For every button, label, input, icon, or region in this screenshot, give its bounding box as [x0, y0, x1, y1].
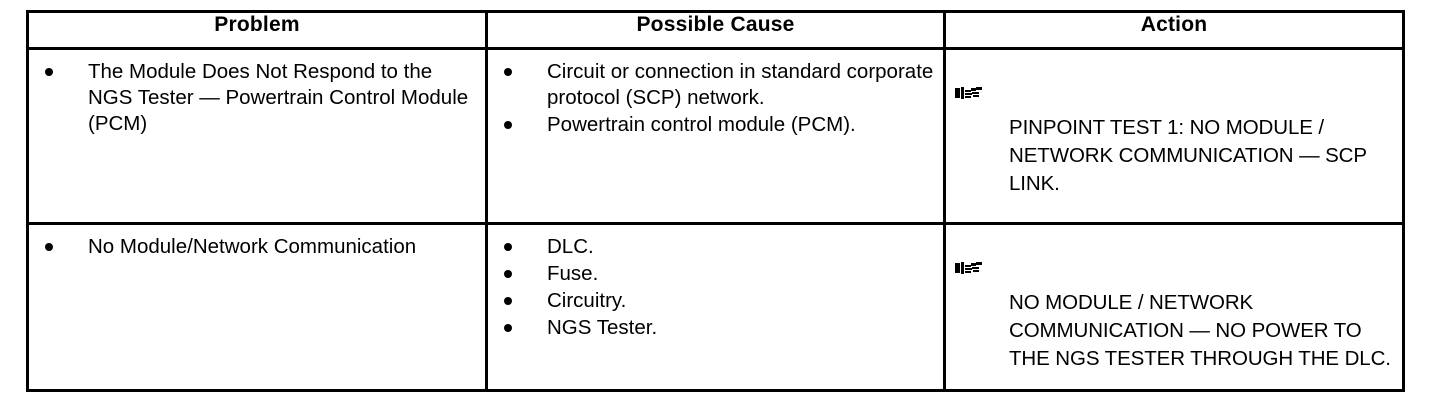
- table-row: The Module Does Not Respond to the NGS T…: [26, 47, 1405, 225]
- pointing-hand-icon: [954, 59, 988, 99]
- list-item-text: Circuit or connection in standard corpor…: [547, 60, 934, 109]
- action-text: PINPOINT TEST 1: NO MODULE / NETWORK COM…: [1009, 116, 1367, 195]
- list-item: Fuse.: [488, 261, 937, 287]
- bullet-icon: [504, 270, 512, 278]
- list-item: No Module/Network Communication: [29, 234, 479, 260]
- possible-cause-list: Circuit or connection in standard corpor…: [488, 50, 943, 145]
- list-item-text: Powertrain control module (PCM).: [547, 113, 856, 136]
- list-item-text: Fuse.: [547, 262, 599, 285]
- list-item: DLC.: [488, 234, 937, 260]
- bullet-icon: [45, 68, 53, 76]
- list-item-text: No Module/Network Communication: [88, 235, 417, 258]
- list-item: Circuitry.: [488, 288, 937, 314]
- bullet-icon: [45, 243, 53, 251]
- action-item: NO MODULE / NETWORK COMMUNICATION — NO P…: [946, 233, 1394, 373]
- cell-possible-cause: DLC. Fuse. Circuitry. NGS Tester.: [485, 222, 946, 392]
- list-item: Powertrain control module (PCM).: [488, 112, 937, 138]
- list-item-text: Circuitry.: [547, 289, 627, 312]
- bullet-icon: [504, 68, 512, 76]
- list-item-text: NGS Tester.: [547, 316, 658, 339]
- header-row: Problem Possible Cause Action: [26, 10, 1405, 50]
- bullet-icon: [504, 121, 512, 129]
- column-header-possible-cause: Possible Cause: [485, 10, 946, 50]
- list-item-text: The Module Does Not Respond to the NGS T…: [88, 60, 469, 135]
- bullet-icon: [504, 297, 512, 305]
- cell-problem: The Module Does Not Respond to the NGS T…: [26, 47, 488, 225]
- list-item: NGS Tester.: [488, 315, 937, 341]
- action-item: PINPOINT TEST 1: NO MODULE / NETWORK COM…: [946, 58, 1394, 198]
- column-header-action: Action: [943, 10, 1405, 50]
- cell-action: NO MODULE / NETWORK COMMUNICATION — NO P…: [943, 222, 1405, 392]
- problem-list: The Module Does Not Respond to the NGS T…: [29, 50, 485, 144]
- column-header-problem: Problem: [26, 10, 488, 50]
- cell-action: PINPOINT TEST 1: NO MODULE / NETWORK COM…: [943, 47, 1405, 225]
- action-block: PINPOINT TEST 1: NO MODULE / NETWORK COM…: [946, 50, 1402, 204]
- problem-list: No Module/Network Communication: [29, 225, 485, 267]
- table-body: The Module Does Not Respond to the NGS T…: [26, 47, 1405, 392]
- cell-possible-cause: Circuit or connection in standard corpor…: [485, 47, 946, 225]
- possible-cause-list: DLC. Fuse. Circuitry. NGS Tester.: [488, 225, 943, 348]
- pointing-hand-icon: [954, 234, 988, 274]
- table-row: No Module/Network Communication DLC. Fus…: [26, 222, 1405, 392]
- list-item: The Module Does Not Respond to the NGS T…: [29, 59, 479, 137]
- bullet-icon: [504, 324, 512, 332]
- diagnostic-troubleshooting-table: Problem Possible Cause Action The Module…: [26, 10, 1405, 392]
- list-item-text: DLC.: [547, 235, 594, 258]
- cell-problem: No Module/Network Communication: [26, 222, 488, 392]
- action-text: NO MODULE / NETWORK COMMUNICATION — NO P…: [1009, 291, 1391, 370]
- table-header: Problem Possible Cause Action: [26, 10, 1405, 50]
- bullet-icon: [504, 243, 512, 251]
- list-item: Circuit or connection in standard corpor…: [488, 59, 937, 111]
- action-block: NO MODULE / NETWORK COMMUNICATION — NO P…: [946, 225, 1402, 379]
